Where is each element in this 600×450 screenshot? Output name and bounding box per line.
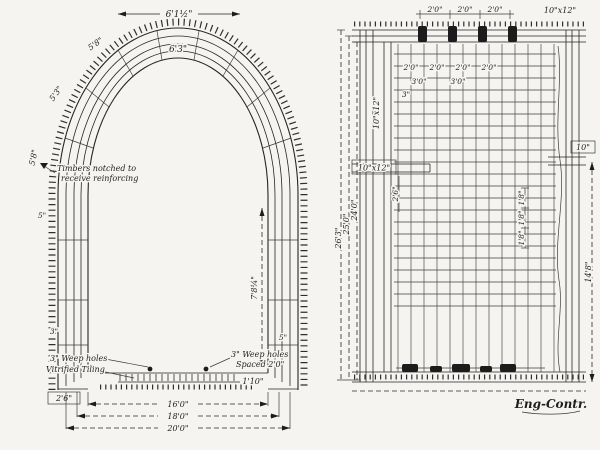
weep-hole-left <box>147 366 153 372</box>
signature-underline <box>521 410 581 415</box>
dim-base-right-label: 1'10" <box>242 377 263 386</box>
dim-2-6-label: 2'6" <box>391 186 400 202</box>
note-weep-right-line1: 3" Weep holes <box>231 350 288 359</box>
dim-widths: 16'0" 18'0" 20'0" <box>65 392 291 435</box>
cross-section: 6'1½" 6'3" 5'8" 5'3" 5'8" 5" 3" 5" 7'8¼"… <box>26 8 308 435</box>
signature-text: Eng-Contr. <box>514 397 587 411</box>
earth-hatch <box>48 18 308 390</box>
row-dim-2: 2'0" <box>428 63 444 72</box>
dim-wall-5b-label: 5" <box>279 333 287 342</box>
dim-spacing-stack: 1'8" 1'8" 1'8" <box>516 187 529 249</box>
dim-wall-height: 7'8¼" <box>249 208 265 368</box>
spacing-dim-3: 1'8" <box>517 230 526 245</box>
note-weep-left: 3" Weep holes Vitrified Tiling <box>45 353 149 379</box>
post-size-top-right-label: 10"x12" <box>544 6 576 15</box>
dim-arch-inner-label: 6'3" <box>169 45 187 55</box>
dim-base-left-label: 2'6" <box>55 394 72 403</box>
left-posts <box>359 30 392 382</box>
dim-right-height-label: 14'8" <box>584 261 593 282</box>
weep-hole-right <box>203 366 209 372</box>
ground <box>352 364 586 392</box>
spacing-dim-2: 1'8" <box>517 210 526 225</box>
post-size-left-label: 10"x12" <box>372 97 381 129</box>
wall-timber-joints <box>58 239 298 346</box>
dim-top-bay-1-label: 2'0" <box>426 5 442 14</box>
beam-size-right-label: 10" <box>576 143 590 152</box>
dim-width-mid-label: 18'0" <box>167 412 188 421</box>
dim-wall-height-label: 7'8¼" <box>250 276 259 300</box>
note-timbers-line1: Timbers notched to <box>57 164 136 173</box>
dim-height-inner-label: 24'0" <box>350 199 359 221</box>
dim-height-mid-label: 25'0" <box>342 213 351 235</box>
dim-right-height: 14'8" <box>583 162 595 382</box>
dim-width-inner-label: 16'0" <box>167 400 188 409</box>
lagging-curtain-edge <box>557 45 562 373</box>
mid-beam-right: 10" <box>548 140 596 166</box>
row-dim-3: 2'0" <box>454 63 470 72</box>
floor-and-invert <box>58 366 298 390</box>
note-weep-left-line2: Vitrified Tiling <box>46 365 105 374</box>
right-posts <box>565 30 580 382</box>
dim-arc-lower-label: 5'8" <box>27 149 39 167</box>
dim-top-bays: 2'0" 2'0" 2'0" 10"x12" <box>416 4 578 19</box>
signature-block: Eng-Contr. <box>512 396 589 415</box>
row-dim-4: 2'0" <box>480 63 496 72</box>
dim-small-3-label: 3" <box>402 90 410 99</box>
vitrified-tiling-ticks <box>119 374 235 381</box>
mid-beam-left: 10"x12" <box>351 159 431 175</box>
beam-size-label: 10"x12" <box>358 164 390 173</box>
note-timbers: Timbers notched to receive reinforcing <box>40 163 140 185</box>
spacing-dim-1: 1'8" <box>517 190 526 205</box>
row-dim-1: 2'0" <box>402 63 418 72</box>
dim-height-outer-label: 26'3" <box>334 227 343 249</box>
arch-timber-joints <box>64 30 292 149</box>
dim-top-label: 6'1½" <box>166 9 193 20</box>
dim-2-6: 2'6" <box>390 176 402 212</box>
row-dim2-1: 3'0" <box>411 77 426 86</box>
interior-row-dims: 2'0" 2'0" 2'0" 2'0" 3'0" 3'0" 3" <box>400 62 498 101</box>
dim-wall-5a-label: 5" <box>38 211 46 220</box>
arch-outlines <box>57 27 299 390</box>
dim-top-bay-2-label: 2'0" <box>456 5 472 14</box>
dim-width-outer-label: 20'0" <box>166 424 188 433</box>
dim-top-bay-3-label: 2'0" <box>486 5 502 14</box>
note-weep-right: 3" Weep holes Spaced 2'0" <box>209 349 290 371</box>
dim-heights-left: 24'0" 25'0" 26'3" <box>333 29 361 381</box>
elevation: 10"x12" 10" 2'0" <box>333 4 596 392</box>
row-dim2-2: 3'0" <box>450 77 465 86</box>
note-timbers-line2: receive reinforcing <box>61 174 138 183</box>
reinforcing-mesh <box>394 44 556 372</box>
note-weep-left-line1: 3" Weep holes <box>50 354 107 363</box>
dim-base-left: 2'6" <box>47 391 81 405</box>
dim-wall-3-label: 3" <box>50 327 58 336</box>
post-caps <box>418 26 517 42</box>
dim-top: 6'1½" <box>118 8 240 22</box>
note-weep-right-line2: Spaced 2'0" <box>236 360 284 369</box>
